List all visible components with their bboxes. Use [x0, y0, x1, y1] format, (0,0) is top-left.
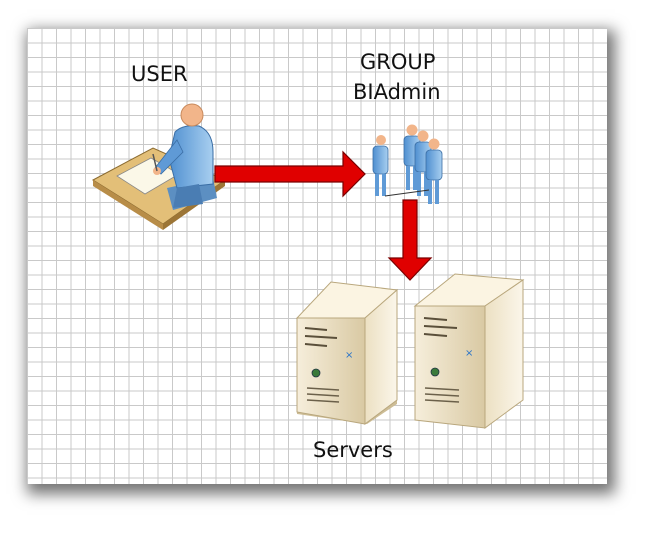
group-label: GROUP: [360, 50, 436, 74]
diagram-canvas: × × USER GROUP BIAdmin Servers: [27, 28, 607, 484]
diagram-art: × ×: [92, 103, 525, 429]
server-icon: ×: [295, 281, 399, 425]
user-label: USER: [131, 62, 188, 86]
group-people-icon: [372, 124, 443, 204]
arrow-group-to-servers: [387, 199, 433, 281]
arrow-user-to-group: [214, 150, 366, 198]
group-name-label: BIAdmin: [353, 80, 441, 104]
servers-label: Servers: [313, 438, 393, 462]
user-at-desk-icon: [92, 103, 227, 230]
svg-text:×: ×: [465, 348, 473, 359]
server-icon: ×: [413, 273, 525, 429]
svg-text:×: ×: [345, 350, 353, 361]
